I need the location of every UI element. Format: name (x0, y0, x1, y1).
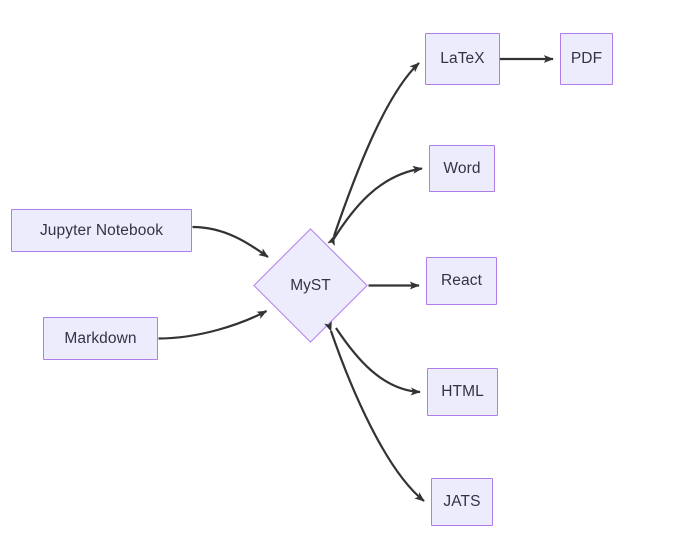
node-label-jupyter-notebook: Jupyter Notebook (39, 221, 164, 239)
node-myst[interactable]: MyST (253, 228, 368, 343)
node-label-pdf: PDF (570, 50, 603, 68)
node-react[interactable]: React (426, 257, 497, 305)
node-html[interactable]: HTML (427, 368, 498, 416)
node-word[interactable]: Word (429, 145, 495, 192)
edge-myst-to-latex (327, 62, 420, 247)
node-pdf[interactable]: PDF (560, 33, 613, 85)
node-label-html: HTML (441, 383, 484, 401)
node-label-markdown: Markdown (64, 329, 137, 347)
edge-markdown-to-myst (158, 310, 268, 340)
edge-myst-to-jats (324, 320, 425, 502)
node-label-word: Word (443, 159, 481, 177)
node-label-myst: MyST (290, 276, 331, 294)
node-jats[interactable]: JATS (431, 478, 493, 526)
node-label-latex: LaTeX (440, 50, 485, 68)
node-label-react: React (441, 272, 482, 290)
node-jupyter-notebook[interactable]: Jupyter Notebook (11, 209, 192, 252)
node-latex[interactable]: LaTeX (425, 33, 500, 85)
node-markdown[interactable]: Markdown (43, 317, 158, 360)
node-label-jats: JATS (443, 493, 481, 511)
